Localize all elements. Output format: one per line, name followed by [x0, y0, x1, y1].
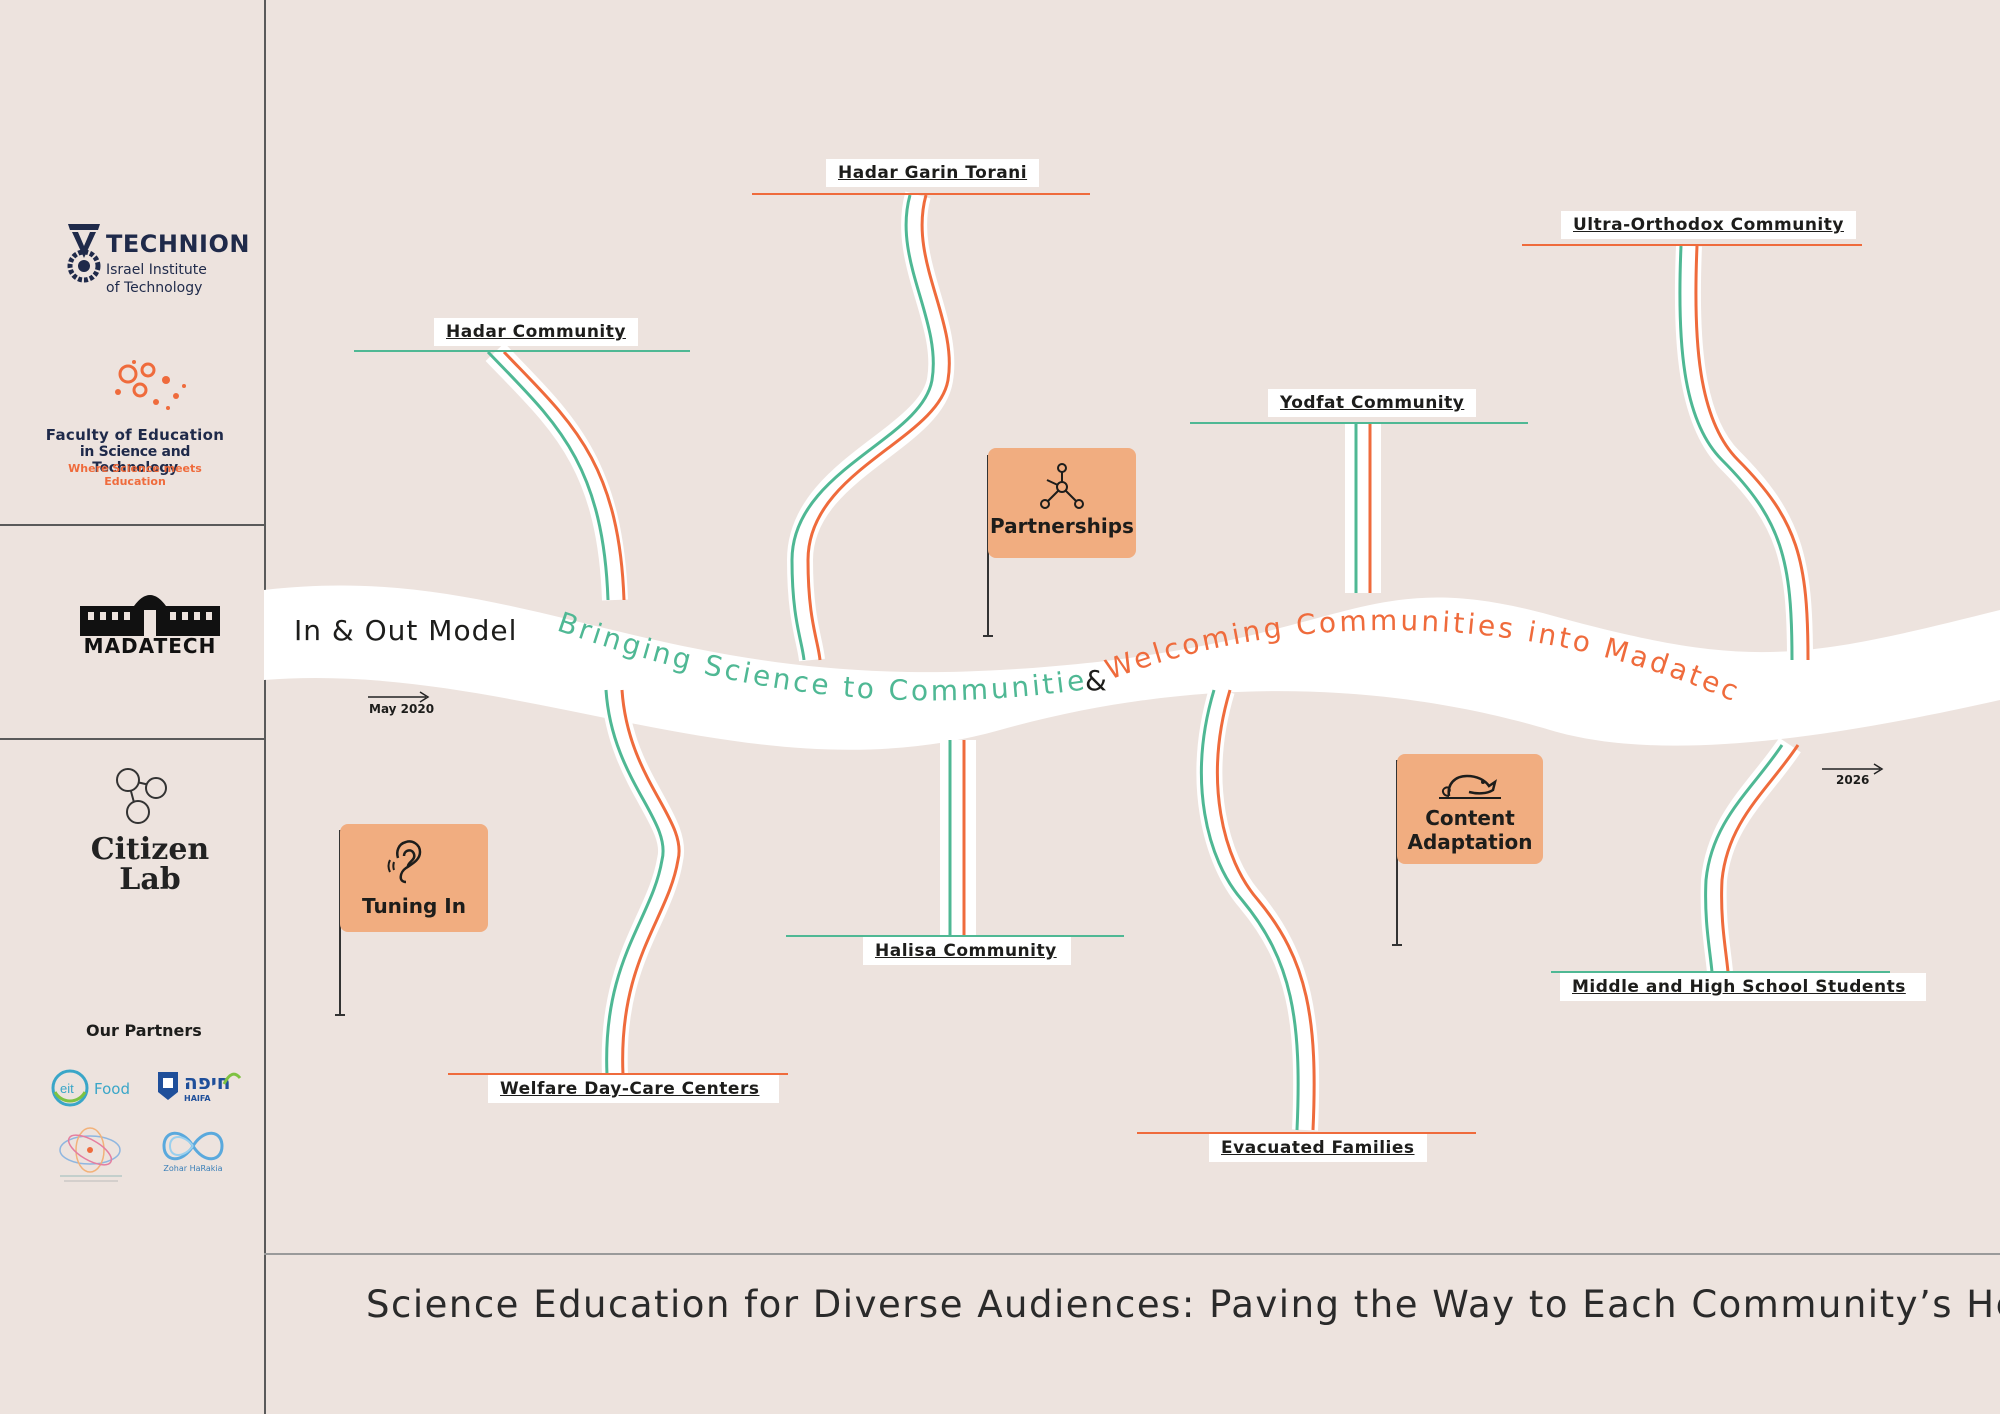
eit-food-text: Food [94, 1080, 130, 1098]
flag-tuning-in: Tuning In [340, 824, 488, 932]
label-hadar-community: Hadar Community [434, 318, 638, 346]
tuning-in-pole-foot [335, 1014, 345, 1016]
faculty-tagline: Where Science meets Education [68, 462, 202, 488]
citizen-science-logo [54, 1124, 128, 1186]
citizen-lab-line2: Lab [119, 862, 181, 897]
ear-icon [387, 840, 422, 884]
technion-emblem-icon [67, 224, 101, 283]
faculty-line1: Faculty of Education [45, 426, 225, 444]
haifa-text: חיפה [184, 1070, 231, 1094]
technion-line2: of Technology [106, 280, 203, 296]
flag-content-adaptation-line1: Content [1425, 806, 1515, 830]
haifa-logo: חיפה HAIFA [156, 1068, 242, 1108]
madatech-logo: MADATECH [80, 590, 220, 660]
haifa-sub: HAIFA [184, 1094, 211, 1103]
technion-line1: Israel Institute [106, 262, 207, 278]
end-arrow-icon [1822, 763, 1884, 775]
zohar-harakia-logo: Zohar HaRakia [156, 1126, 230, 1186]
start-arrow-icon [368, 691, 430, 703]
madatech-building-icon [80, 595, 220, 636]
content-adaptation-pole-foot [1392, 944, 1402, 946]
haifa-emblem-icon [158, 1072, 178, 1100]
page-title: Science Education for Diverse Audiences:… [366, 1283, 2000, 1326]
label-students: Middle and High School Students [1560, 973, 1926, 1001]
chameleon-icon [1439, 774, 1501, 799]
flag-partnerships-label: Partnerships [990, 514, 1134, 538]
title-divider [264, 1253, 2000, 1255]
timeline-end: 2026 [1836, 773, 1870, 787]
partners-heading: Our Partners [86, 1021, 202, 1040]
infinity-loop-icon [162, 1131, 224, 1161]
label-hadar-garin-torani: Hadar Garin Torani [826, 159, 1040, 187]
technion-name: TECHNION [106, 230, 250, 258]
molecule-icon [116, 768, 167, 824]
sidebar-divider-1 [0, 524, 264, 526]
wave-icon [222, 1072, 242, 1085]
faculty-logo: Faculty of Education in Science and Tech… [40, 356, 230, 488]
path-ultra-orthodox [1674, 245, 1813, 661]
network-icon [1040, 463, 1084, 509]
path-halisa [940, 740, 976, 935]
path-evacuated [1196, 686, 1320, 1131]
eit-circle-icon: eit [51, 1069, 89, 1107]
zohar-harakia-text: Zohar HaRakia [163, 1164, 223, 1173]
main-road [264, 585, 2000, 750]
citizen-lab-logo: Citizen Lab [80, 766, 220, 901]
flag-partnerships: Partnerships [988, 448, 1136, 558]
partnerships-pole-foot [983, 635, 993, 637]
flag-tuning-in-label: Tuning In [362, 894, 466, 918]
label-welfare: Welfare Day-Care Centers [488, 1075, 780, 1103]
path-hadar-community [485, 343, 628, 601]
madatech-name: MADATECH [83, 634, 217, 658]
orbit-icon [59, 1127, 122, 1182]
network-dots-icon [115, 360, 186, 410]
path-students [1700, 737, 1801, 974]
label-yodfat: Yodfat Community [1268, 389, 1477, 417]
road-map: Bringing Science to Communities & Welcom… [264, 0, 2000, 1134]
path-hadar-garin-torani [786, 191, 955, 662]
label-ultra-orthodox: Ultra-Orthodox Community [1561, 211, 1856, 239]
road-text-amp: & [1085, 664, 1107, 697]
eit-food-logo: eit Food [50, 1068, 136, 1108]
model-label: In & Out Model [294, 614, 518, 647]
faculty-line2: in Science and Technology [79, 444, 191, 476]
label-evacuated: Evacuated Families [1209, 1134, 1427, 1162]
flag-content-adaptation: Content Adaptation [1397, 754, 1543, 864]
path-yodfat [1345, 423, 1381, 593]
technion-logo: TECHNION Israel Institute of Technology [56, 218, 249, 298]
flag-content-adaptation-line2: Adaptation [1407, 830, 1533, 854]
path-welfare [601, 688, 685, 1076]
sidebar: TECHNION Israel Institute of Technology … [0, 0, 266, 1414]
svg-text:eit: eit [60, 1081, 74, 1096]
timeline-start: May 2020 [369, 702, 435, 716]
citizen-lab-line1: Citizen [90, 832, 210, 867]
sidebar-divider-2 [0, 738, 264, 740]
label-halisa: Halisa Community [863, 937, 1071, 965]
